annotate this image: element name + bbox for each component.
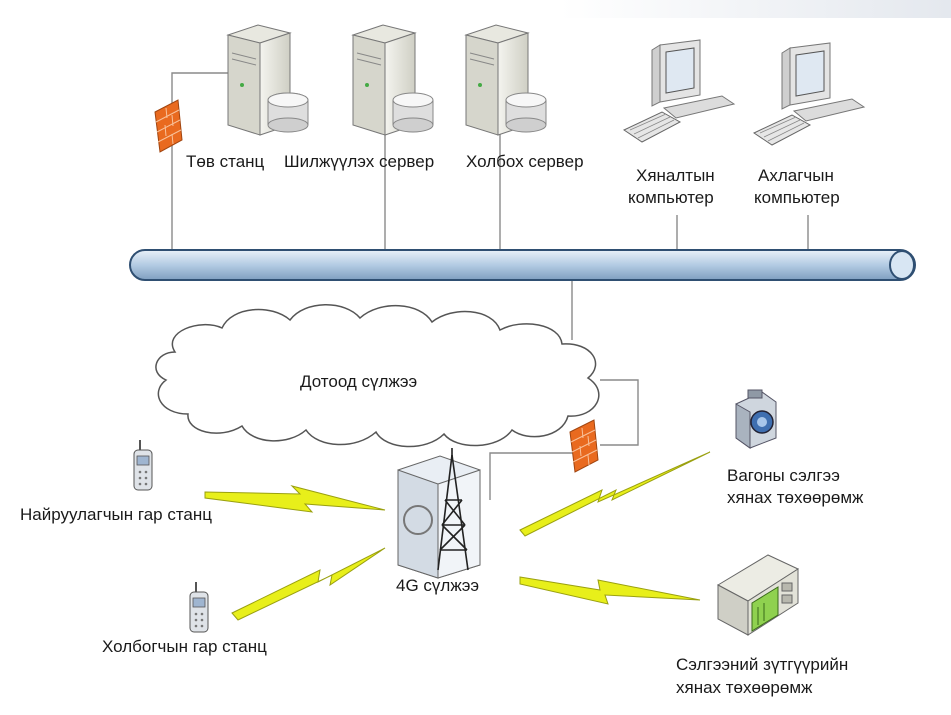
computer-icon	[622, 39, 736, 143]
chief-computer-label-line1: Ахлагчын	[758, 166, 834, 185]
network-bus	[129, 249, 916, 281]
coupler-radio-label: Холбогчын гар станц	[102, 637, 267, 656]
server-icon	[351, 24, 434, 136]
tower-icon	[437, 448, 469, 571]
internal-network-label: Дотоод сүлжээ	[300, 372, 418, 391]
firewall-to-4g-link	[489, 452, 575, 500]
monitoring-device-icon	[716, 554, 800, 636]
monitoring-computer-label-line2: компьютер	[628, 188, 714, 207]
lightning-icon	[519, 451, 711, 537]
firewall-icon	[569, 419, 599, 473]
dispatcher-radio-label: Найруулагчын гар станц	[20, 505, 213, 524]
wagon-monitor-label-line2: хянах төхөөрөмж	[727, 488, 864, 507]
main-station-label: Төв станц	[186, 152, 265, 171]
link-server-label: Холбох сервер	[466, 152, 584, 171]
camera-icon	[735, 389, 777, 449]
monitoring-computer-label-line1: Хяналтын	[636, 166, 715, 185]
cloud-to-firewall-link	[600, 379, 639, 446]
header-band	[560, 0, 951, 18]
firewall-icon	[154, 99, 183, 153]
lightning-icon	[204, 485, 386, 513]
main-station-link	[171, 72, 235, 250]
coupling-monitor-label-line2: хянах төхөөрөмж	[676, 678, 813, 697]
wagon-monitor-label-line1: Вагоны сэлгээ	[727, 466, 840, 485]
handheld-radio-icon	[189, 582, 209, 633]
wireless-links	[204, 451, 711, 621]
chief-computer-label-line2: компьютер	[754, 188, 840, 207]
lightning-icon	[231, 547, 386, 621]
coupling-monitor-label-line1: Сэлгээний зүтгүүрийн	[676, 655, 849, 674]
connection-lines	[171, 72, 809, 500]
lightning-icon	[519, 576, 701, 605]
handheld-radio-icon	[133, 440, 153, 491]
server-icon	[464, 24, 547, 136]
server-icon	[226, 24, 309, 136]
4g-network-label: 4G сүлжээ	[396, 576, 480, 595]
switch-server-label: Шилжүүлэх сервер	[284, 152, 435, 171]
computer-icon	[752, 42, 866, 146]
cloud-icon	[155, 304, 600, 448]
4g-base-station-icon	[397, 448, 481, 579]
